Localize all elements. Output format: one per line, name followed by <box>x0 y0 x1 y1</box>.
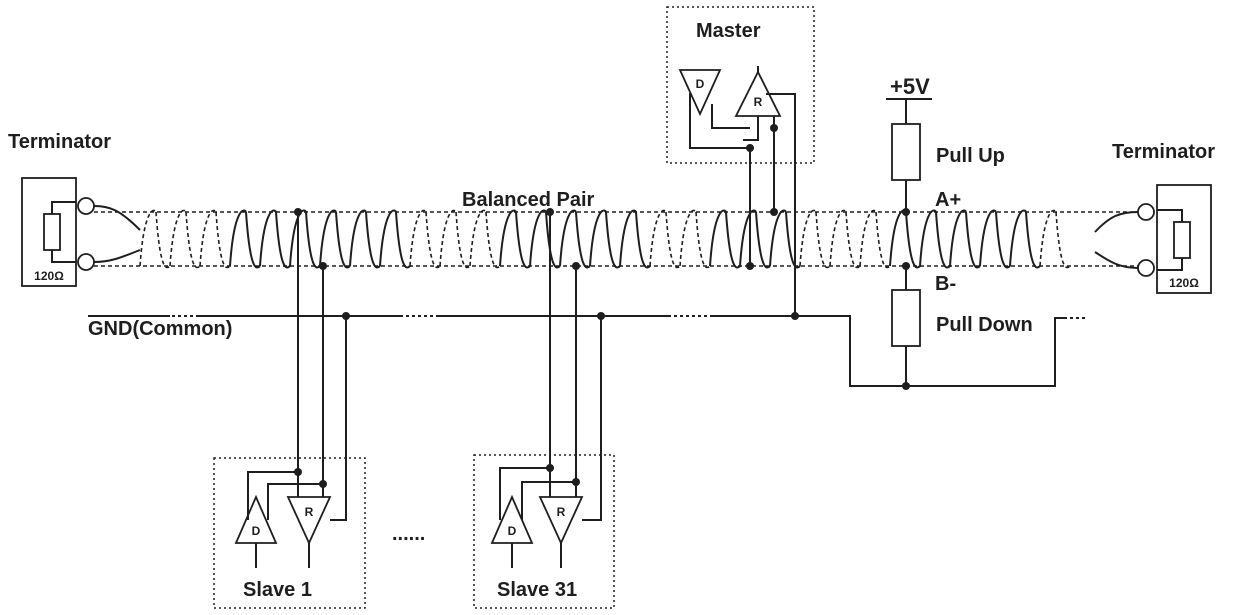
gnd-label: GND(Common) <box>88 318 232 340</box>
slave-1-driver-label: D <box>252 524 261 538</box>
slave-1-receiver <box>286 496 332 546</box>
junction-dot <box>791 312 799 320</box>
junction-dot <box>746 262 754 270</box>
right-terminator-resistor <box>1173 221 1191 259</box>
cable-strand <box>499 209 531 269</box>
junction-dot <box>902 208 910 216</box>
junction-dot <box>294 468 302 476</box>
left-terminator-label: Terminator <box>8 131 111 153</box>
cable-strand <box>949 209 981 269</box>
junction-dot <box>294 208 302 216</box>
cable-strand <box>619 209 651 269</box>
cable-strand <box>679 209 711 269</box>
pull-up-resistor <box>891 123 921 181</box>
junction-dot <box>342 312 350 320</box>
right-terminal-a <box>1137 203 1155 221</box>
left-terminator: 120Ω <box>21 177 95 287</box>
balanced-pair-label: Balanced Pair <box>462 189 595 211</box>
master-node: D R <box>666 6 815 316</box>
cable-strand <box>529 209 561 269</box>
cable-strand <box>919 209 951 269</box>
junction-dot <box>319 480 327 488</box>
b-minus-label: B- <box>935 273 956 295</box>
cable-strand <box>1039 209 1071 269</box>
slave-1-box <box>213 457 366 609</box>
cable-strand <box>289 209 321 269</box>
right-terminator-label: Terminator <box>1112 141 1215 163</box>
cable-strand <box>1094 251 1139 269</box>
cable-strand <box>589 209 621 269</box>
junction-dot <box>572 478 580 486</box>
slave-1-node: D R <box>213 212 366 609</box>
junction-dot <box>597 312 605 320</box>
cable-strand <box>439 209 471 269</box>
left-terminator-resistor <box>43 213 61 251</box>
junction-dot <box>546 208 554 216</box>
master-receiver-label: R <box>754 95 763 109</box>
cable-strand <box>319 209 351 269</box>
ellipsis-label: ...... <box>392 523 425 545</box>
cable-strand <box>829 209 861 269</box>
junction-dot <box>902 262 910 270</box>
master-box <box>666 6 815 164</box>
pull-up-label: Pull Up <box>936 145 1005 167</box>
cable-strand <box>93 205 141 231</box>
slave-1-label: Slave 1 <box>243 579 312 601</box>
cable-strand <box>649 209 681 269</box>
cable-strand <box>739 209 771 269</box>
cable-strand <box>799 209 831 269</box>
cable-strand <box>859 209 891 269</box>
junction-dot <box>770 208 778 216</box>
bias-network <box>886 98 932 386</box>
junction-dot <box>770 124 778 132</box>
slave-31-box <box>473 454 615 609</box>
cable-strand <box>559 209 591 269</box>
right-terminator: 120Ω <box>1137 184 1212 294</box>
slave-31-receiver-label: R <box>557 505 566 519</box>
left-resistor-label: 120Ω <box>34 269 64 283</box>
cable-strand <box>379 209 411 269</box>
a-plus-label: A+ <box>935 189 961 211</box>
junction-dot <box>572 262 580 270</box>
cable-strand <box>979 209 1011 269</box>
slave-1-receiver-label: R <box>305 505 314 519</box>
slave-31-driver-label: D <box>508 524 517 538</box>
master-driver <box>678 69 722 117</box>
pull-down-resistor <box>891 289 921 347</box>
right-terminal-b <box>1137 259 1155 277</box>
cable-strand <box>349 209 381 269</box>
junction-dot <box>319 262 327 270</box>
cable-strand <box>469 209 501 269</box>
cable-strand <box>169 209 201 269</box>
junction-dots <box>294 124 910 488</box>
left-terminal-b <box>77 253 95 271</box>
slave-31-node: D R <box>473 212 615 609</box>
junction-dot <box>902 382 910 390</box>
cable-strand <box>769 209 801 269</box>
cable-strand <box>1009 209 1041 269</box>
right-resistor-label: 120Ω <box>1169 276 1199 290</box>
twisted-pair-cable <box>93 205 1139 269</box>
cable-strand <box>1094 211 1139 233</box>
cable-strand <box>229 209 261 269</box>
slave-31-receiver <box>538 496 584 546</box>
junction-dot <box>746 144 754 152</box>
cable-strand <box>199 209 231 269</box>
master-driver-label: D <box>696 77 705 91</box>
master-label: Master <box>696 20 761 42</box>
cable-strand <box>709 209 741 269</box>
supply-label: +5V <box>890 74 930 99</box>
cable-strand <box>889 209 921 269</box>
junction-dot <box>546 464 554 472</box>
cable-strand <box>93 249 141 263</box>
slave-31-label: Slave 31 <box>497 579 577 601</box>
cable-strand <box>259 209 291 269</box>
pull-down-label: Pull Down <box>936 314 1033 336</box>
cable-strand <box>139 209 171 269</box>
cable-strand <box>409 209 441 269</box>
left-terminal-a <box>77 197 95 215</box>
